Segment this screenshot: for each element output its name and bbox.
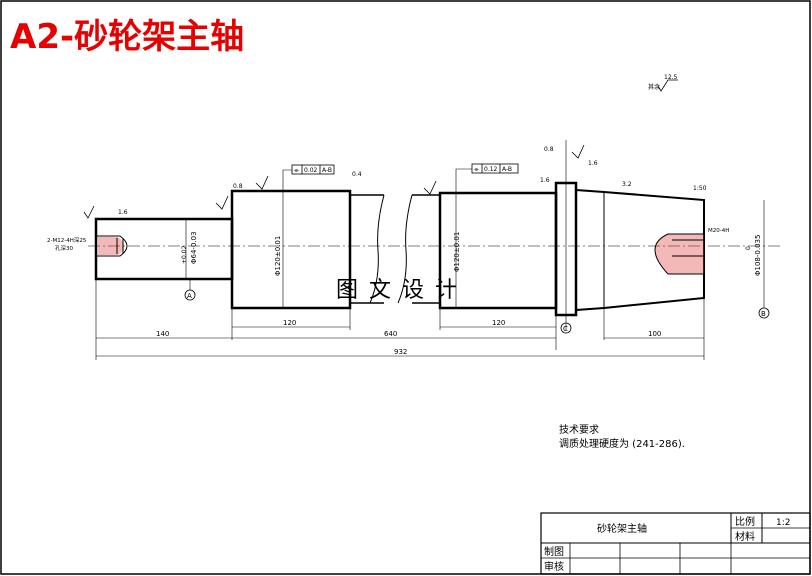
svg-text:3.2: 3.2 xyxy=(622,181,632,188)
taper-label: 1:50 xyxy=(693,185,707,192)
svg-text:C: C xyxy=(563,325,568,333)
datum-b: B xyxy=(758,298,770,319)
tolerance-frame-2: ⌯ 0.12 A-B xyxy=(455,163,519,193)
break-line-right xyxy=(397,194,413,304)
title-block-scale-value: 1:2 xyxy=(776,518,790,528)
title-block-scale-label: 比例 xyxy=(735,515,755,528)
tolerance-frame-1: ⌯ 0.02 A-B xyxy=(282,164,335,191)
shaft-journal-left xyxy=(230,189,352,310)
dia-left-label: Φ64-0.03 xyxy=(190,231,198,264)
svg-text:B: B xyxy=(761,310,766,318)
datum-c: C xyxy=(560,322,572,334)
svg-text:其余: 其余 xyxy=(648,83,660,91)
thread-left-callout: 2-M12-4H深25 xyxy=(47,236,87,244)
length-dimensions: 140 120 640 120 100 932 xyxy=(95,279,705,360)
title-block-drawn-label: 制图 xyxy=(544,545,564,558)
svg-text:0.8: 0.8 xyxy=(544,146,554,153)
title-block-part-name: 砂轮架主轴 xyxy=(597,522,647,535)
dia-mid1-label: Φ120±0.01 xyxy=(274,236,282,276)
title-block-checked-label: 审核 xyxy=(544,560,564,573)
svg-text:A: A xyxy=(187,292,192,300)
svg-text:12.5: 12.5 xyxy=(664,74,678,81)
svg-text:1.6: 1.6 xyxy=(540,177,550,184)
dia-left-tol: +0.02 xyxy=(181,245,188,264)
thread-left-sub: 孔深30 xyxy=(55,244,73,252)
shaft-taper-end xyxy=(575,189,705,311)
svg-text:A-B: A-B xyxy=(502,166,512,173)
page-title: A2-砂轮架主轴 xyxy=(10,17,244,57)
svg-text:A-B: A-B xyxy=(322,167,332,174)
shaft-left-end xyxy=(94,217,234,281)
diameter-dimensions: Φ64-0.03 +0.02 Φ120±0.01 Φ120±0.01 Φ108-… xyxy=(181,191,765,308)
svg-text:1.6: 1.6 xyxy=(118,209,128,216)
svg-text:640: 640 xyxy=(384,330,397,338)
svg-text:1.6: 1.6 xyxy=(588,160,598,167)
svg-text:120: 120 xyxy=(492,319,505,327)
datum-a: A xyxy=(184,279,196,301)
svg-text:0.12: 0.12 xyxy=(484,166,498,173)
thread-right-callout: M20-4H xyxy=(708,228,729,234)
general-roughness-note: 其余 12.5 xyxy=(648,74,678,92)
svg-text:140: 140 xyxy=(156,330,169,338)
svg-text:932: 932 xyxy=(394,348,407,356)
tech-req-line1: 调质处理硬度为 (241-286). xyxy=(559,437,685,450)
svg-text:⌯: ⌯ xyxy=(474,166,479,173)
dia-right-tol: 0 xyxy=(745,246,752,250)
dia-mid2-label: Φ120±0.01 xyxy=(453,232,461,272)
svg-text:120: 120 xyxy=(283,319,296,327)
roughness-marks: 1.6 0.8 0.4 1.6 3.2 0.8 1.6 xyxy=(83,144,632,219)
svg-text:0.8: 0.8 xyxy=(233,183,243,190)
tech-req-heading: 技术要求 xyxy=(559,423,599,436)
break-line-left xyxy=(369,194,385,304)
title-block: 砂轮架主轴 比例 1:2 材料 制图 审核 xyxy=(540,512,811,575)
svg-text:⌯: ⌯ xyxy=(294,167,299,174)
title-block-material-label: 材料 xyxy=(735,530,755,543)
watermark-text: 图 文 设 计 xyxy=(336,278,459,303)
svg-text:0.02: 0.02 xyxy=(304,167,318,174)
svg-text:100: 100 xyxy=(648,330,661,338)
svg-text:0.4: 0.4 xyxy=(352,171,362,178)
dia-right-label: Φ108-0.035 xyxy=(754,235,762,276)
